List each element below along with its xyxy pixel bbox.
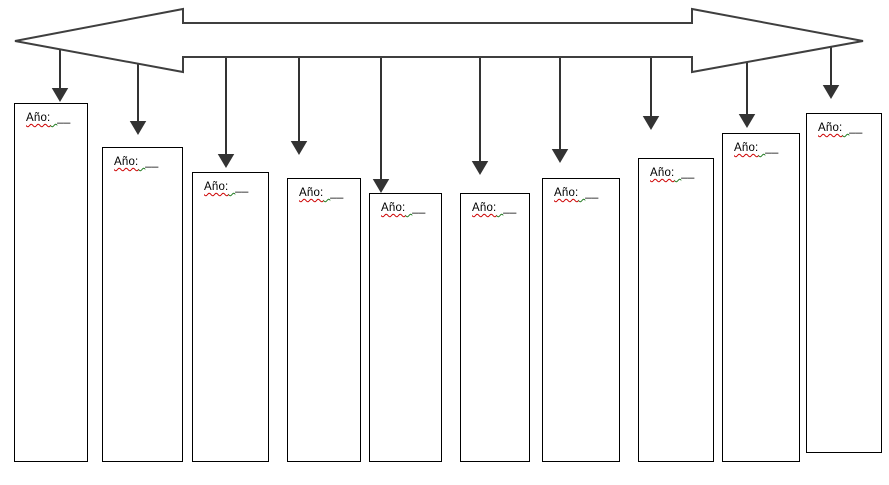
year-label: Año: __ xyxy=(472,202,527,214)
year-label: Año: __ xyxy=(734,142,797,154)
year-label-text: Año: xyxy=(381,202,406,214)
year-blank-line: __ xyxy=(849,122,863,134)
year-box: Año: __ xyxy=(287,178,361,462)
year-blank-line: __ xyxy=(765,142,779,154)
year-box: Año: __ xyxy=(192,172,269,462)
year-blank-line: __ xyxy=(235,181,249,193)
year-label: Año: __ xyxy=(204,181,266,193)
year-box: Año: __ xyxy=(722,133,800,462)
year-blank-line: __ xyxy=(681,167,695,179)
year-box: Año: __ xyxy=(542,178,620,462)
year-box: Año: __ xyxy=(14,103,88,462)
year-box: Año: __ xyxy=(638,158,714,462)
year-blank-line: __ xyxy=(503,202,517,214)
down-arrow xyxy=(471,41,489,175)
year-label-text: Año: xyxy=(818,122,843,134)
year-label-text: Año: xyxy=(299,187,324,199)
year-label: Año: __ xyxy=(26,112,85,124)
year-label-text: Año: xyxy=(472,202,497,214)
year-blank-line: __ xyxy=(57,112,71,124)
year-label-text: Año: xyxy=(114,156,139,168)
year-blank-line: __ xyxy=(412,202,426,214)
down-arrow xyxy=(822,41,840,99)
year-label: Año: __ xyxy=(381,202,439,214)
double-headed-arrow xyxy=(14,7,864,74)
year-blank-line: __ xyxy=(330,187,344,199)
year-label: Año: __ xyxy=(114,156,180,168)
year-label: Año: __ xyxy=(650,167,711,179)
down-arrow xyxy=(551,41,569,163)
year-box: Año: __ xyxy=(369,193,442,462)
year-label: Año: __ xyxy=(818,122,879,134)
year-label: Año: __ xyxy=(299,187,358,199)
year-label: Año: __ xyxy=(554,187,617,199)
year-box: Año: __ xyxy=(460,193,530,462)
down-arrow xyxy=(372,41,390,193)
year-label-text: Año: xyxy=(204,181,229,193)
year-box: Año: __ xyxy=(102,147,183,462)
year-label-text: Año: xyxy=(650,167,675,179)
year-box: Año: __ xyxy=(806,113,882,453)
down-arrow xyxy=(217,41,235,168)
year-label-text: Año: xyxy=(26,112,51,124)
down-arrows xyxy=(51,41,840,193)
year-blank-line: __ xyxy=(585,187,599,199)
year-label-text: Año: xyxy=(554,187,579,199)
year-blank-line: __ xyxy=(145,156,159,168)
year-label-text: Año: xyxy=(734,142,759,154)
